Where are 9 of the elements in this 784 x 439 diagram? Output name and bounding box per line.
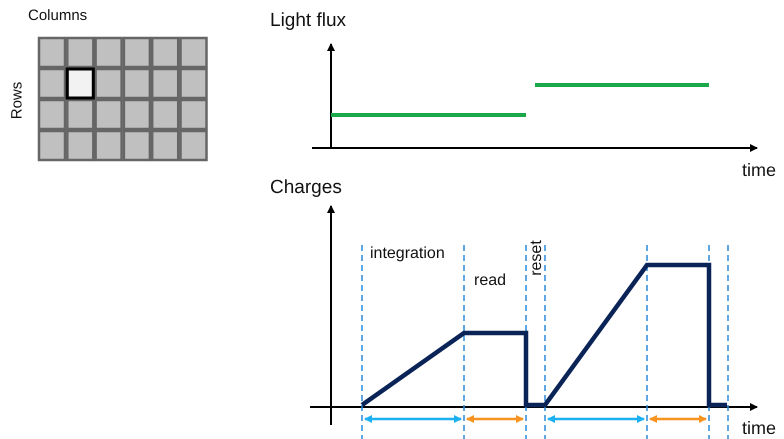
axis-label: Rows — [9, 82, 24, 120]
axis-label: Columns — [28, 8, 88, 23]
plot-title: Charges — [270, 178, 342, 197]
axis-label: time — [742, 419, 776, 437]
phase-label: integration — [370, 246, 445, 262]
phase-label: read — [474, 273, 506, 289]
axis-label: time — [742, 161, 776, 179]
plot-title: Light flux — [270, 11, 346, 30]
phase-label: reset — [528, 240, 545, 276]
